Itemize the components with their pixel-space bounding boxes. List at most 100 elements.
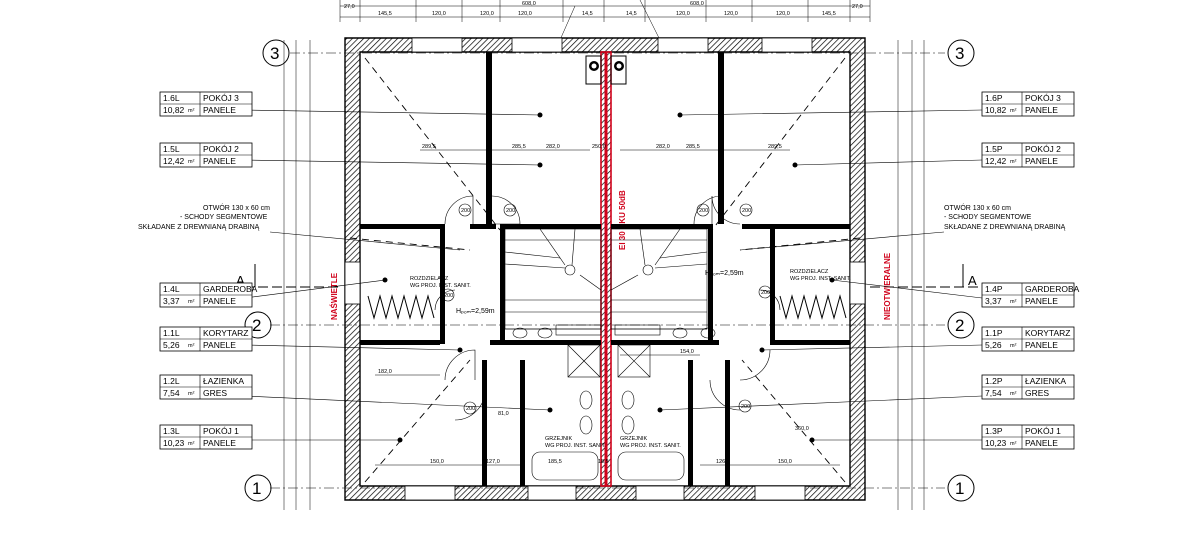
room-area: 12,42 (163, 156, 185, 166)
dim-text: 14,5 (582, 11, 593, 17)
room-dots (382, 112, 835, 443)
room-area-unit: m² (188, 441, 195, 447)
sink-icon (512, 327, 528, 339)
heater-note: WG PROJ. INST. SANIT. (620, 443, 681, 449)
room-area: 7,54 (163, 388, 180, 398)
opening-note: - SCHODY SEGMENTOWE (944, 214, 1032, 221)
dim-text: 282,0 (546, 144, 560, 150)
room-height: Hₚₒₘ=2,59m (456, 308, 495, 315)
room-id: 1.6P (985, 93, 1003, 103)
toilet-icon (621, 390, 635, 410)
room-area: 3,37 (985, 296, 1002, 306)
room-finish: PANELE (203, 340, 236, 350)
dim-text: 282,0 (656, 144, 670, 150)
axis-bubble-2-left (244, 311, 272, 339)
room-id: 1.4L (163, 284, 180, 294)
distributor-note: WG PROJ. INST. SANIT. (790, 276, 851, 282)
room-name: ŁAZIENKA (1025, 376, 1066, 386)
room-finish: PANELE (1025, 340, 1058, 350)
room-area-unit: m² (1010, 391, 1017, 397)
party-wall: EI 30 AKU 50dB (600, 51, 627, 487)
door-tag: 200 (699, 208, 708, 214)
dim-text: 289,5 (768, 144, 782, 150)
window (657, 37, 709, 53)
room-name: KORYTARZ (203, 328, 249, 338)
dim-text: 18,5 (598, 459, 609, 465)
door-tag: 200 (461, 208, 470, 214)
heater-note: WG PROJ. INST. SANIT. (545, 443, 606, 449)
opening-note: SKŁADANE Z DREWNIANĄ DRABINĄ (944, 224, 1066, 231)
room-name: POKÓJ 2 (203, 144, 239, 154)
room-id: 1.6L (163, 93, 180, 103)
bathtub-icon (617, 451, 685, 481)
room-name: GARDEROBA (1025, 284, 1080, 294)
party-wall-label: EI 30 AKU 50dB (618, 190, 627, 250)
axis-bubble-1-left (244, 474, 272, 502)
room-name: POKÓJ 3 (203, 93, 239, 103)
room-area: 10,23 (163, 438, 185, 448)
window (411, 37, 463, 53)
room-id: 1.3P (985, 426, 1003, 436)
opening-note: OTWÓR 130 x 60 cm (944, 203, 1011, 212)
room-id: 1.1L (163, 328, 180, 338)
top-dimension-chain: 27,0 145,5 120,0 120,0 608,0 120,0 14,5 … (339, 0, 871, 41)
room-area-unit: m² (188, 299, 195, 305)
room-finish: PANELE (203, 438, 236, 448)
dim-text: 120,0 (518, 11, 532, 17)
dim-text: 285,5 (512, 144, 526, 150)
dashed-lines (349, 57, 861, 483)
axis-bubble-3-right (947, 39, 975, 67)
room-area-unit: m² (1010, 299, 1017, 305)
room-finish: PANELE (203, 156, 236, 166)
bathtub-icon (531, 451, 599, 481)
leader-lines (244, 109, 983, 441)
room-finish: PANELE (1025, 438, 1058, 448)
axis-label: 1 (252, 479, 261, 498)
room-name: POKÓJ 1 (1025, 426, 1061, 436)
axis-bubble-2-right (947, 311, 975, 339)
counter (555, 324, 602, 336)
room-finish: PANELE (203, 105, 236, 115)
axis-label: 3 (955, 44, 964, 63)
dim-text: 608,0 (522, 1, 536, 7)
shower-icon (567, 344, 601, 378)
dim-text: 27,0 (344, 4, 355, 10)
window (344, 261, 361, 305)
dim-text: 360,0 (795, 426, 809, 432)
dim-text: 120,0 (724, 11, 738, 17)
sink-icon (537, 327, 553, 339)
axis-label: 2 (252, 316, 261, 335)
door-tag: 200 (466, 406, 475, 412)
distributor-note: ROZDZIELACZ (790, 269, 829, 275)
room-id: 1.5P (985, 144, 1003, 154)
door-tag: 200 (506, 208, 515, 214)
dim-text: 285,5 (686, 144, 700, 150)
room-area: 7,54 (985, 388, 1002, 398)
distributor-note: WG PROJ. INST. SANIT. (410, 283, 471, 289)
shower-icon (617, 344, 651, 378)
room-area: 5,26 (985, 340, 1002, 350)
door-tag: 200 (761, 290, 770, 296)
counter (614, 324, 661, 336)
axis-bubble-3-left (262, 39, 290, 67)
dim-text: 145,5 (822, 11, 836, 17)
skylight-note: NIEOTWIERALNE (883, 252, 892, 320)
window (404, 485, 456, 501)
room-name: POKÓJ 3 (1025, 93, 1061, 103)
dim-text: 127,0 (486, 459, 500, 465)
room-area-unit: m² (188, 343, 195, 349)
room-area-unit: m² (188, 108, 195, 114)
toilet-icon (579, 390, 593, 410)
axis-label: 2 (955, 316, 964, 335)
room-area-unit: m² (188, 391, 195, 397)
